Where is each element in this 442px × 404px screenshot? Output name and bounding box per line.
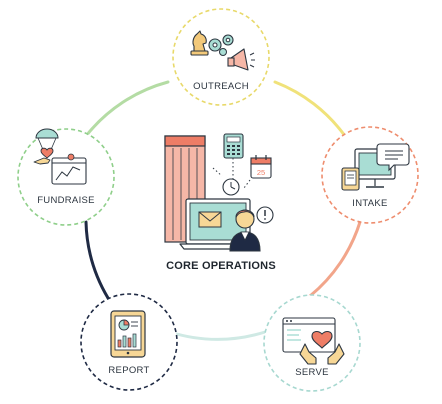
ring-arc-report-fundraise xyxy=(84,220,110,300)
node-fundraise[interactable]: FUNDRAISE xyxy=(17,128,115,226)
ring-arc-intake-serve xyxy=(308,220,362,298)
node-report-label: REPORT xyxy=(108,365,149,376)
ring-arc-fundraise-outreach xyxy=(84,80,170,138)
node-intake-label: INTAKE xyxy=(352,198,387,209)
calendar-icon: 25 xyxy=(250,155,272,179)
node-serve-label: SERVE xyxy=(295,367,329,378)
hands-heart-browser-icon xyxy=(282,317,345,365)
clock-icon xyxy=(222,178,240,196)
node-report[interactable]: REPORT xyxy=(80,293,178,391)
chess-knight-gears-megaphone-icon xyxy=(190,30,255,71)
node-intake[interactable]: INTAKE xyxy=(321,126,419,224)
node-fundraise-label: FUNDRAISE xyxy=(37,195,95,206)
ring-arc-serve-report xyxy=(168,330,267,341)
calculator-icon xyxy=(223,133,244,159)
node-outreach[interactable]: OUTREACH xyxy=(172,8,270,106)
tablet-chart-icon xyxy=(110,310,146,358)
center-label: CORE OPERATIONS xyxy=(166,260,276,272)
node-serve[interactable]: SERVE xyxy=(263,294,361,392)
core-operations-illustration: 25 xyxy=(164,133,276,272)
heart-parachute-chart-icon xyxy=(33,128,87,185)
alert-bubble-icon xyxy=(256,206,274,224)
node-outreach-circle xyxy=(172,8,270,106)
cycle-ring xyxy=(84,80,362,341)
calendar-day-number: 25 xyxy=(257,168,265,177)
monitor-tablet-chat-icon xyxy=(341,143,410,191)
envelope-icon xyxy=(198,211,222,228)
node-outreach-label: OUTREACH xyxy=(193,81,249,92)
ring-arc-outreach-intake xyxy=(273,80,347,138)
person-avatar xyxy=(229,209,261,252)
